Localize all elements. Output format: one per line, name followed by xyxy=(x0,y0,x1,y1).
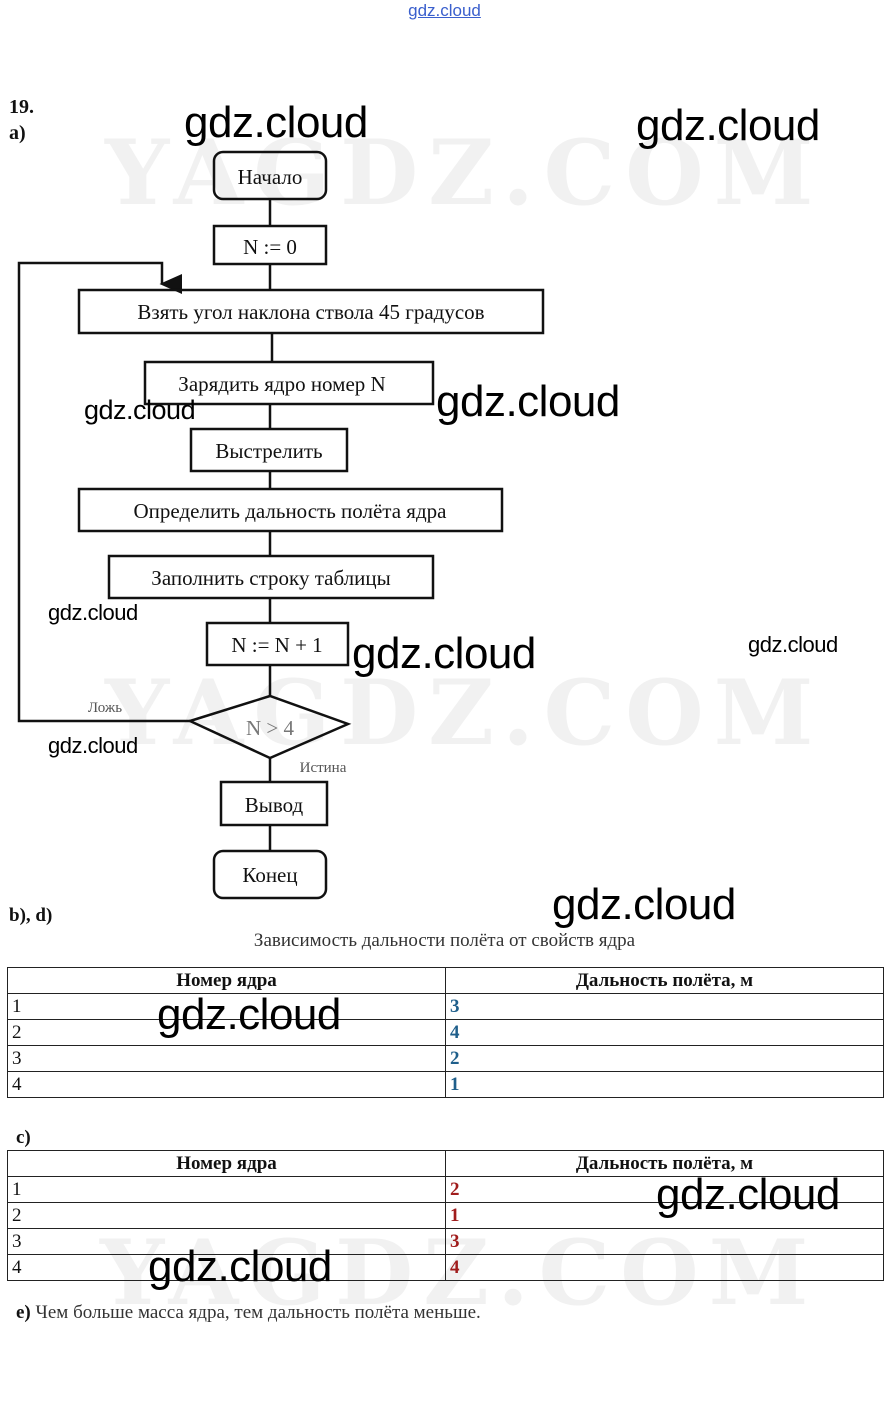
column-header: Номер ядра xyxy=(7,1150,446,1177)
step1-label: Взять угол наклона ствола 45 градусов xyxy=(137,300,484,324)
watermark: gdz.cloud xyxy=(84,395,196,425)
step5-box xyxy=(107,554,435,600)
start-terminal xyxy=(212,150,328,201)
watermark: gdz.cloud xyxy=(656,1170,840,1219)
condition-diamond xyxy=(186,694,352,760)
cell: 1 xyxy=(7,993,446,1020)
end-label: Конец xyxy=(242,863,297,887)
step2-box xyxy=(143,360,435,406)
watermark: gdz.cloud xyxy=(184,98,368,147)
step2-label: Зарядить ядро номер N xyxy=(178,372,385,396)
step3-box xyxy=(189,427,349,473)
part-bd-label: b), d) xyxy=(9,905,53,926)
site-link[interactable]: gdz.cloud xyxy=(408,1,481,20)
flowchart: Начало N := 0 Взять угол наклона ствола … xyxy=(17,150,545,900)
cell: 1 xyxy=(445,1202,884,1229)
condition-label: N > 4 xyxy=(246,716,295,740)
step3-label: Выстрелить xyxy=(215,439,322,463)
cell: 3 xyxy=(445,993,884,1020)
start-label: Начало xyxy=(238,165,303,189)
loop-back-arrow xyxy=(17,261,190,723)
column-header: Дальность полёта, м xyxy=(445,967,884,994)
cell: 3 xyxy=(7,1045,446,1072)
output-label: Вывод xyxy=(245,793,304,817)
part-a-label: a) xyxy=(9,122,26,144)
watermark: gdz.cloud xyxy=(552,880,736,929)
increment-label: N := N + 1 xyxy=(231,633,322,657)
background-watermark: YAGDZ.COM xyxy=(105,660,824,766)
watermark: gdz.cloud xyxy=(436,377,620,426)
watermark: gdz.cloud xyxy=(352,629,536,678)
cell: 4 xyxy=(445,1254,884,1281)
part-c-label: c) xyxy=(16,1127,31,1148)
cell: 1 xyxy=(445,1071,884,1098)
task-number: 19. xyxy=(9,96,34,118)
cell: 2 xyxy=(445,1045,884,1072)
answer-e: e) Чем больше масса ядра, тем дальность … xyxy=(16,1302,481,1324)
output-box xyxy=(219,780,329,827)
answer-e-label: e) xyxy=(16,1302,31,1323)
step5-label: Заполнить строку таблицы xyxy=(151,566,390,590)
watermark: gdz.cloud xyxy=(48,733,138,758)
init-label: N := 0 xyxy=(243,235,297,259)
cell: 3 xyxy=(445,1228,884,1255)
watermark: gdz.cloud xyxy=(748,632,838,657)
cell: 2 xyxy=(7,1202,446,1229)
cell: 1 xyxy=(7,1176,446,1203)
watermark: gdz.cloud xyxy=(157,990,341,1039)
cell: 4 xyxy=(7,1071,446,1098)
watermark: gdz.cloud xyxy=(636,101,820,150)
step4-box xyxy=(77,487,504,533)
end-terminal xyxy=(212,849,328,900)
increment-box xyxy=(205,621,350,667)
init-box xyxy=(212,224,328,266)
column-header: Номер ядра xyxy=(7,967,446,994)
cell: 4 xyxy=(445,1019,884,1046)
step4-label: Определить дальность полёта ядра xyxy=(134,499,448,523)
background-watermark: YAGDZ.COM xyxy=(105,120,824,226)
false-branch-label: Ложь xyxy=(88,700,122,716)
answer-e-text: Чем больше масса ядра, тем дальность пол… xyxy=(35,1302,481,1323)
watermark: gdz.cloud xyxy=(148,1242,332,1291)
watermark: gdz.cloud xyxy=(48,600,138,625)
table-bd-caption: Зависимость дальности полёта от свойств … xyxy=(253,930,636,951)
step1-box xyxy=(77,288,545,335)
cell: 2 xyxy=(7,1019,446,1046)
true-branch-label: Истина xyxy=(300,760,347,776)
